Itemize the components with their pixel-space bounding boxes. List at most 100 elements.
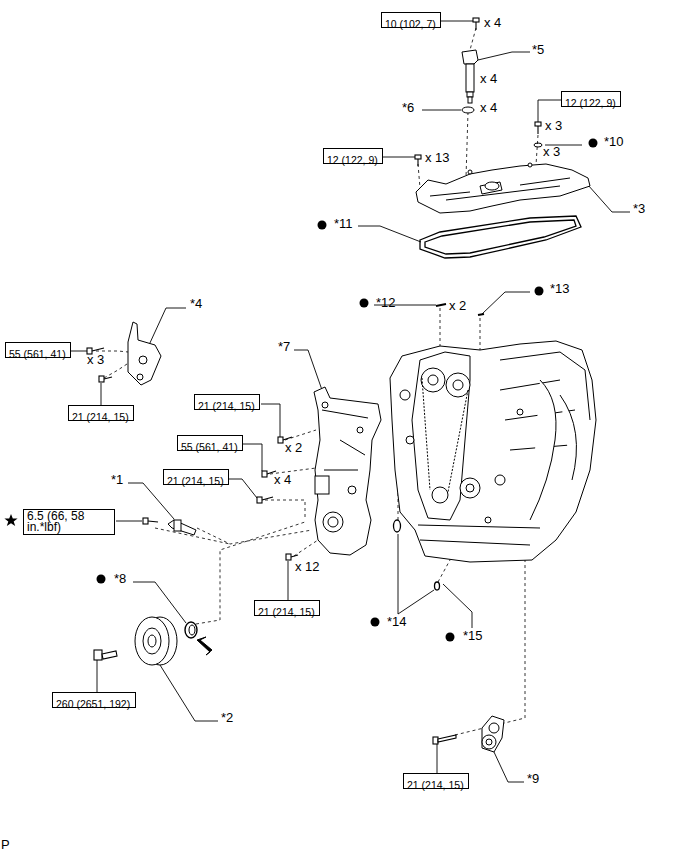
quantity-label: x 3 bbox=[543, 145, 560, 159]
engine-block bbox=[460, 478, 480, 498]
bolt bbox=[537, 126, 538, 134]
leader-line bbox=[116, 521, 142, 522]
chain-tensioner bbox=[482, 716, 504, 752]
leader-line bbox=[398, 534, 399, 614]
quantity-label: x 4 bbox=[274, 473, 291, 487]
timing-cover bbox=[314, 387, 381, 555]
torque-value: 21 (214, 15) bbox=[72, 411, 129, 423]
quantity-label: x 12 bbox=[295, 560, 320, 574]
torque-box: 55 (561, 41) bbox=[5, 342, 71, 358]
seal bbox=[534, 143, 542, 147]
torque-value: 21 (214, 15) bbox=[167, 475, 224, 487]
quantity-label: x 4 bbox=[480, 101, 497, 115]
leader-line bbox=[101, 383, 102, 405]
bolt bbox=[102, 651, 117, 659]
assembly-line bbox=[294, 540, 318, 556]
engine-block bbox=[421, 368, 445, 392]
leader-line bbox=[160, 665, 218, 721]
engine-block bbox=[406, 436, 414, 444]
timing-cover bbox=[322, 410, 368, 470]
oil-seal bbox=[189, 625, 195, 635]
bolt bbox=[143, 518, 148, 524]
assembly-line bbox=[197, 528, 312, 544]
quantity-label: x 2 bbox=[285, 441, 302, 455]
ignition-coil bbox=[462, 50, 478, 64]
callout-number: *5 bbox=[532, 43, 544, 57]
bullet-mark bbox=[446, 633, 455, 642]
engine-block bbox=[517, 409, 523, 415]
bolt bbox=[99, 376, 104, 382]
ignition-coil bbox=[467, 92, 473, 97]
quantity-label: x 4 bbox=[480, 72, 497, 86]
engine-block bbox=[412, 352, 470, 520]
torque-value: 12 (122, 9) bbox=[565, 97, 616, 109]
leader-line bbox=[383, 157, 415, 158]
leader-line bbox=[71, 21, 630, 782]
quantity-label: x 3 bbox=[545, 119, 562, 133]
timing-cover bbox=[314, 387, 381, 555]
assembly-line bbox=[470, 28, 476, 50]
valve-cover bbox=[468, 170, 472, 174]
crank-pulley bbox=[135, 617, 169, 665]
torque-value: 21 (214, 15) bbox=[407, 779, 464, 791]
leader-line bbox=[128, 483, 174, 519]
torque-box: 21 (214, 15) bbox=[403, 773, 469, 789]
leader-line bbox=[358, 226, 421, 242]
bullet-mark bbox=[535, 287, 544, 296]
quantity-label: x 2 bbox=[449, 299, 466, 313]
gasket bbox=[462, 107, 474, 113]
bolt bbox=[415, 155, 421, 159]
leader-line bbox=[437, 743, 438, 773]
bolt bbox=[291, 555, 298, 557]
callout-number: *13 bbox=[550, 282, 570, 296]
leader-line bbox=[261, 404, 280, 437]
callout-number: *2 bbox=[221, 711, 233, 725]
bolt bbox=[535, 122, 541, 126]
valve-cover bbox=[480, 182, 502, 194]
timing-cover bbox=[323, 512, 343, 532]
torque-value: 10 (102, 7) bbox=[385, 18, 436, 30]
crank-sensor bbox=[174, 520, 181, 531]
chain-tensioner bbox=[486, 739, 492, 745]
callout-number: *8 bbox=[114, 572, 126, 586]
bullet-mark bbox=[97, 575, 106, 584]
engine-block bbox=[495, 475, 505, 485]
torque-box: 21 (214, 15) bbox=[254, 600, 320, 616]
bolt bbox=[286, 554, 291, 560]
torque-box: 12 (122, 9) bbox=[323, 148, 383, 164]
ignition-coil bbox=[468, 97, 472, 103]
timing-cover bbox=[315, 476, 329, 494]
chain-tensioner bbox=[482, 716, 504, 752]
leader-line bbox=[441, 21, 474, 22]
mount-bracket bbox=[128, 322, 161, 385]
crank-sensor bbox=[168, 520, 196, 535]
leader-line bbox=[149, 308, 186, 345]
callout-number: *3 bbox=[633, 202, 645, 216]
torque-box: 21 (214, 15) bbox=[163, 469, 229, 485]
torque-box: 10 (102, 7) bbox=[381, 12, 441, 28]
engine-block bbox=[485, 517, 491, 523]
engine-block bbox=[466, 484, 474, 492]
engine-block bbox=[428, 375, 438, 385]
callout-number: *7 bbox=[278, 340, 290, 354]
quantity-label: x 4 bbox=[484, 16, 501, 30]
cover-gasket bbox=[425, 220, 576, 254]
bolt bbox=[278, 437, 283, 443]
torque-box: 21 (214, 15) bbox=[194, 394, 260, 410]
bolt bbox=[94, 650, 102, 660]
timing-cover bbox=[357, 427, 363, 433]
bolt bbox=[283, 437, 292, 440]
engine-block bbox=[446, 373, 470, 397]
o-ring bbox=[394, 520, 401, 532]
valve-cover bbox=[416, 164, 590, 213]
torque-box: 6.5 (66, 58 in.*lbf) bbox=[23, 509, 115, 535]
callout-number: *11 bbox=[334, 217, 353, 231]
leader-line bbox=[398, 590, 434, 614]
quantity-label: P bbox=[1, 838, 10, 852]
assembly-line bbox=[104, 362, 130, 378]
bolt bbox=[436, 304, 446, 306]
leader-line bbox=[422, 110, 461, 111]
leader-line bbox=[482, 292, 530, 314]
crank-sensor bbox=[168, 520, 196, 535]
